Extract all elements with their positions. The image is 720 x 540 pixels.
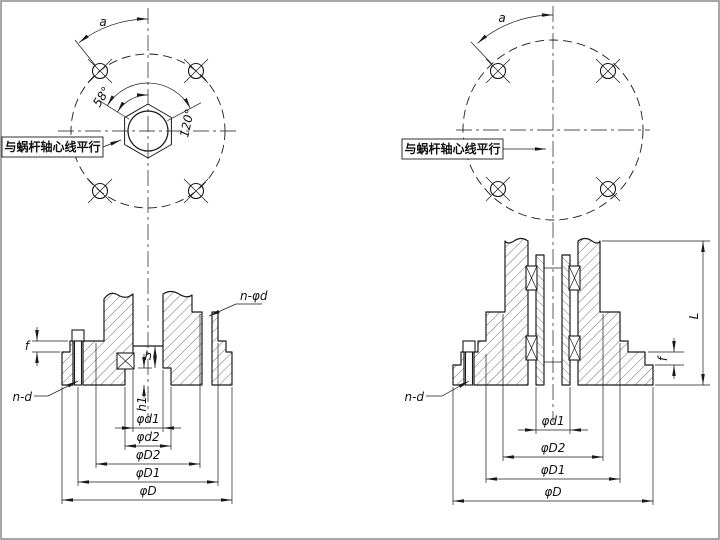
stud-leader — [426, 380, 470, 397]
angle-120-label: 120° — [177, 108, 197, 139]
bearing-cross — [525, 335, 538, 361]
angle-leg — [167, 102, 202, 122]
housing-section — [473, 237, 529, 386]
center-bore — [127, 110, 169, 152]
bolt-hole — [595, 176, 621, 202]
parallel-note: 与蜗杆轴心线平行 — [404, 141, 500, 156]
bolt-hole — [595, 58, 621, 84]
housing-outline-circle — [462, 39, 644, 221]
section-view-right: n-d L f φd1 φD2 φD1 φD — [404, 237, 710, 505]
phi-D2-label: φD2 — [541, 441, 566, 455]
flange-face-view-right: a 与蜗杆轴心线平行 — [401, 6, 650, 422]
shaft-wall — [561, 254, 571, 386]
flange-section — [211, 311, 233, 386]
parallel-note: 与蜗杆轴心线平行 — [4, 139, 100, 154]
n-phi-d-label: n-φd — [240, 289, 268, 303]
a-extension-line — [74, 39, 96, 66]
bolt-hole — [183, 58, 209, 84]
a-dimension-label: a — [498, 11, 505, 25]
bearing-cross — [568, 335, 581, 361]
phi-D-label: φD — [544, 485, 561, 499]
bearing-cross — [525, 265, 538, 291]
hole-leader — [208, 303, 262, 317]
phi-d2-label: φd2 — [136, 430, 159, 444]
stud-head — [462, 340, 476, 353]
stud-leader — [34, 380, 79, 397]
bolt-hole — [485, 176, 511, 202]
bolt-hole — [87, 178, 113, 204]
note-leader — [102, 139, 122, 148]
housing-section — [452, 351, 465, 386]
hex-socket — [124, 103, 172, 159]
a-dimension-arc — [477, 13, 554, 44]
n-d-label: n-d — [12, 390, 32, 404]
f-label: f — [656, 355, 670, 361]
housing-section — [577, 237, 654, 386]
stud-shaft — [73, 340, 83, 386]
stud-head — [71, 329, 85, 342]
n-d-label: n-d — [404, 390, 424, 404]
flange-section — [162, 290, 203, 386]
a-dimension-arc — [78, 17, 149, 43]
stud-shaft — [464, 351, 474, 386]
L-label: L — [687, 313, 701, 320]
seal-cross — [116, 352, 135, 370]
a-extension-line — [470, 41, 493, 65]
a-dimension-label: a — [99, 15, 106, 29]
bolt-hole — [485, 58, 511, 84]
flange-face-view-left: a 58° 120° 与蜗杆轴心线平行 — [1, 8, 238, 422]
shaft-wall — [535, 254, 545, 386]
phi-d1-label: φd1 — [136, 412, 159, 426]
bolt-hole — [87, 58, 113, 84]
phi-D1-label: φD1 — [541, 463, 566, 477]
phi-D-label: φD — [139, 484, 156, 498]
f-label: f — [25, 339, 31, 353]
bolt-hole — [183, 178, 209, 204]
bolt-circle — [70, 53, 226, 209]
h1-label: h1 — [135, 396, 149, 411]
phi-d1-label: φd1 — [541, 414, 564, 428]
angle-leg — [98, 100, 130, 120]
flange-section — [61, 340, 74, 386]
flange-section — [82, 292, 134, 386]
angle-58-label: 58° — [90, 84, 113, 109]
section-view-left: f h h1 n-φd n-d φd1 φd2 φD2 — [12, 289, 268, 504]
h-label: h — [144, 349, 152, 363]
phi-D2-label: φD2 — [136, 448, 161, 462]
phi-D1-label: φD1 — [136, 466, 161, 480]
angle-120-arc — [107, 82, 191, 109]
angle-58-arc — [117, 93, 149, 113]
bearing-cross — [568, 265, 581, 291]
